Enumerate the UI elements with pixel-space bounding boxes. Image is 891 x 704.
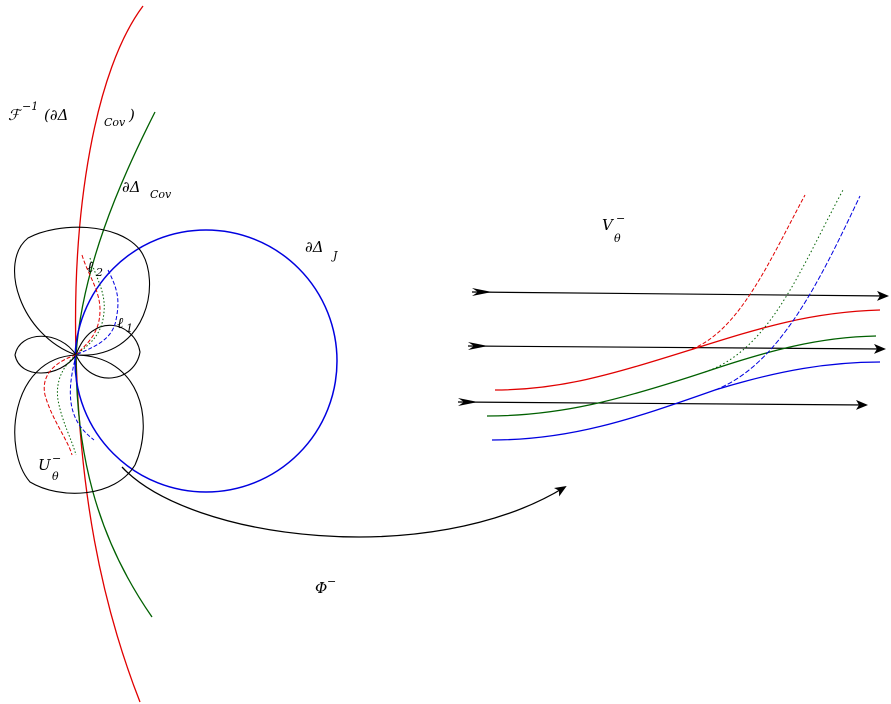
svg-text:−: − [52, 452, 61, 465]
petal-left [14, 335, 77, 374]
blue-solid-curve-right [491, 361, 881, 441]
petal-right [75, 324, 141, 379]
svg-text:V: V [602, 216, 615, 234]
svg-text:(∂Δ: (∂Δ [44, 106, 68, 124]
svg-text:ℱ: ℱ [8, 106, 23, 124]
blue-dashed-curve-right [714, 195, 861, 391]
svg-text:θ: θ [52, 470, 59, 483]
horizontal-arrow-middle [467, 343, 886, 354]
green-dotted-curve-right [704, 189, 844, 373]
svg-text:−: − [327, 575, 336, 588]
label-phi: Φ − [315, 575, 336, 597]
svg-text:ℓ: ℓ [117, 314, 123, 332]
blue-dashed-lower [69, 354, 95, 441]
svg-text:−1: −1 [22, 100, 38, 113]
svg-text:θ: θ [614, 232, 621, 245]
horizontal-arrow-middle-tail [468, 342, 488, 350]
green-solid-curve-right [486, 335, 877, 417]
svg-text:Cov: Cov [104, 116, 126, 129]
petal-upper [14, 226, 151, 356]
svg-text:Cov: Cov [150, 188, 172, 201]
svg-text:−: − [616, 212, 625, 225]
label-preimage-boundary: ℱ −1 (∂Δ Cov ) [8, 100, 135, 129]
label-ell1: ℓ 1 [117, 314, 133, 335]
svg-text:Φ: Φ [315, 579, 327, 597]
horizontal-arrow-top-tail [472, 288, 492, 296]
red-solid-curve-right [494, 309, 881, 391]
red-dashed-upper [75, 254, 101, 356]
blue-dashed-upper [75, 269, 119, 356]
label-v-theta: V − θ [602, 212, 625, 245]
label-ell2: ℓ 2 [87, 258, 103, 279]
svg-text:2: 2 [95, 266, 103, 279]
svg-text:∂Δ: ∂Δ [122, 178, 141, 196]
svg-text:J: J [331, 249, 338, 262]
red-dashed-lower [43, 354, 77, 456]
svg-text:∂Δ: ∂Δ [305, 238, 324, 256]
red-dashed-curve-right [691, 194, 806, 350]
svg-text:1: 1 [126, 322, 133, 335]
label-j-boundary: ∂Δ J [305, 238, 338, 262]
green-curve-cov-boundary [75, 111, 156, 618]
label-cov-boundary: ∂Δ Cov [122, 178, 172, 201]
phi-arrow [121, 466, 567, 538]
blue-circle-j-boundary [74, 229, 338, 493]
petal-lower [14, 354, 144, 494]
horizontal-arrow-top [471, 290, 889, 301]
svg-text:): ) [128, 106, 135, 124]
label-u-theta: U − θ [38, 452, 61, 483]
horizontal-arrow-bottom [457, 399, 868, 410]
green-dotted-upper [75, 257, 105, 356]
svg-text:U: U [38, 456, 52, 474]
horizontal-arrow-bottom-tail [458, 398, 478, 406]
svg-text:ℓ: ℓ [87, 258, 93, 276]
